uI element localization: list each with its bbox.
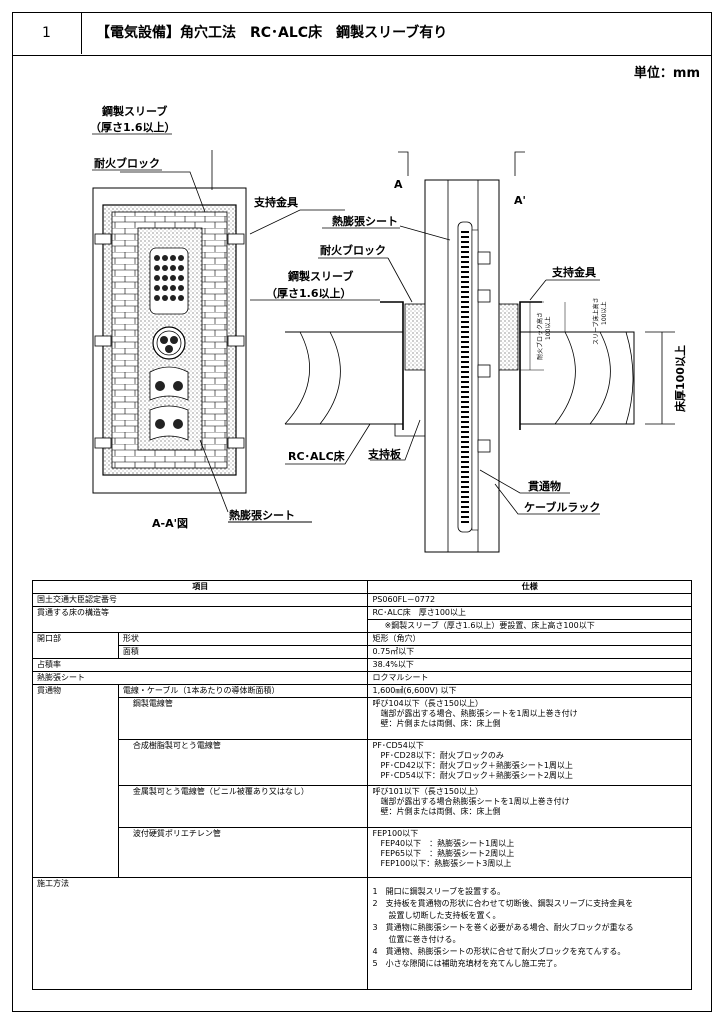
- label-section-a: A: [394, 178, 403, 191]
- sheet-value: ロクマルシート: [367, 671, 692, 685]
- open-key: 開口部: [32, 632, 119, 659]
- spec-table: 項目 仕様 国土交通大臣認定番号 PS060FL－0772 貫通する床の構造等 …: [31, 580, 692, 990]
- area-value: 0.75㎡以下: [367, 645, 692, 659]
- dim-block-height-val: 100以上: [544, 317, 552, 340]
- metal-key: 金属製可とう電線管（ビニル被覆あり又はなし）: [117, 785, 369, 828]
- occupancy-key: 占積率: [31, 658, 369, 672]
- cert-value: PS060FL－0772: [367, 593, 692, 607]
- floor-value-1: RC･ALC床 厚さ100以上: [367, 606, 692, 620]
- sheet-key: 熱膨張シート: [31, 671, 369, 685]
- cert-key: 国土交通大臣認定番号: [31, 593, 369, 607]
- head-item: 項目: [31, 580, 369, 594]
- label-left-sleeve: 鋼製スリーブ: [101, 104, 167, 118]
- steel-key: 鋼製電線管: [117, 697, 369, 740]
- shape-key: 形状: [117, 632, 369, 646]
- floor-key: 貫通する床の構造等: [31, 606, 369, 633]
- label-pass: 貫通物: [528, 479, 561, 493]
- label-right-sleeve-thick: （厚さ1.6以上）: [266, 286, 352, 300]
- label-left-sheet: 熱膨張シート: [229, 508, 295, 522]
- cable-value: 1,600㎟(6,600V) 以下: [367, 684, 692, 698]
- shape-value: 矩形（角穴）: [367, 632, 692, 646]
- caption-aa: A-A'図: [152, 516, 188, 530]
- fep-key: 波付硬質ポリエチレン管: [117, 827, 369, 878]
- head-spec: 仕様: [367, 580, 692, 594]
- dim-block-height: 耐火ブロック高さ: [536, 312, 544, 360]
- label-left-bracket: 支持金具: [253, 195, 298, 209]
- label-rack: ケーブルラック: [524, 500, 600, 514]
- label-right-sheet: 熱膨張シート: [332, 214, 398, 228]
- label-left-block: 耐火ブロック: [94, 156, 160, 170]
- page-frame: [12, 12, 712, 1012]
- method-value: 1 開口に鋼製スリーブを設置する。 2 支持板を貫通物の形状に合わせて切断後、鋼…: [367, 877, 692, 990]
- label-floor-thick: 床厚100以上: [673, 345, 687, 412]
- steel-value: 呼び104以下（長さ150以上） 端部が露出する場合、熱膨張シートを1周以上巻き…: [367, 697, 692, 740]
- drawing-number: 1: [12, 12, 82, 54]
- title-header: 1 【電気設備】角穴工法 RC･ALC床 鋼製スリーブ有り: [12, 12, 712, 56]
- fep-value: FEP100以下 FEP40以下 ：熱膨張シート1周以上 FEP65以下 ：熱膨…: [367, 827, 692, 878]
- dim-sleeve-height: スリーブ床上高さ: [592, 297, 600, 345]
- area-key: 面積: [117, 645, 369, 659]
- cable-key: 電線・ケーブル（1本あたりの導体断面積）: [117, 684, 369, 698]
- resin-key: 合成樹脂製可とう電線管: [117, 739, 369, 786]
- dim-sleeve-height-val: 100以上: [600, 302, 608, 325]
- occupancy-value: 38.4%以下: [367, 658, 692, 672]
- metal-value: 呼び101以下（長さ150以上） 端部が露出する場合熱膨張シートを1周以上巻き付…: [367, 785, 692, 828]
- label-right-sleeve: 鋼製スリーブ: [287, 269, 353, 283]
- plan-view-aa: [92, 133, 345, 523]
- label-right-block: 耐火ブロック: [320, 243, 386, 257]
- floor-value-2: ※鋼製スリーブ（厚さ1.6以上）要設置、床上高さ100以下: [367, 619, 692, 633]
- unit-label: 単位：mm: [633, 66, 700, 81]
- method-key: 施工方法: [31, 877, 369, 990]
- label-section-a2: A': [514, 194, 526, 207]
- label-floor: RC･ALC床: [288, 449, 346, 463]
- drawing-title: 【電気設備】角穴工法 RC･ALC床 鋼製スリーブ有り: [96, 25, 448, 41]
- label-right-bracket: 支持金具: [551, 265, 596, 279]
- detail-drawing: 鋼製スリーブ （厚さ1.6以上） 耐火ブロック 支持金具 熱膨張シート A-A'…: [90, 104, 687, 553]
- label-plate: 支持板: [367, 447, 402, 461]
- resin-value: PF･CD54以下 PF･CD28以下：耐火ブロックのみ PF･CD42以下：耐…: [367, 739, 692, 786]
- section-view: [250, 151, 675, 553]
- label-left-sleeve-thick: （厚さ1.6以上）: [90, 120, 176, 134]
- pass-key: 貫通物: [32, 684, 119, 878]
